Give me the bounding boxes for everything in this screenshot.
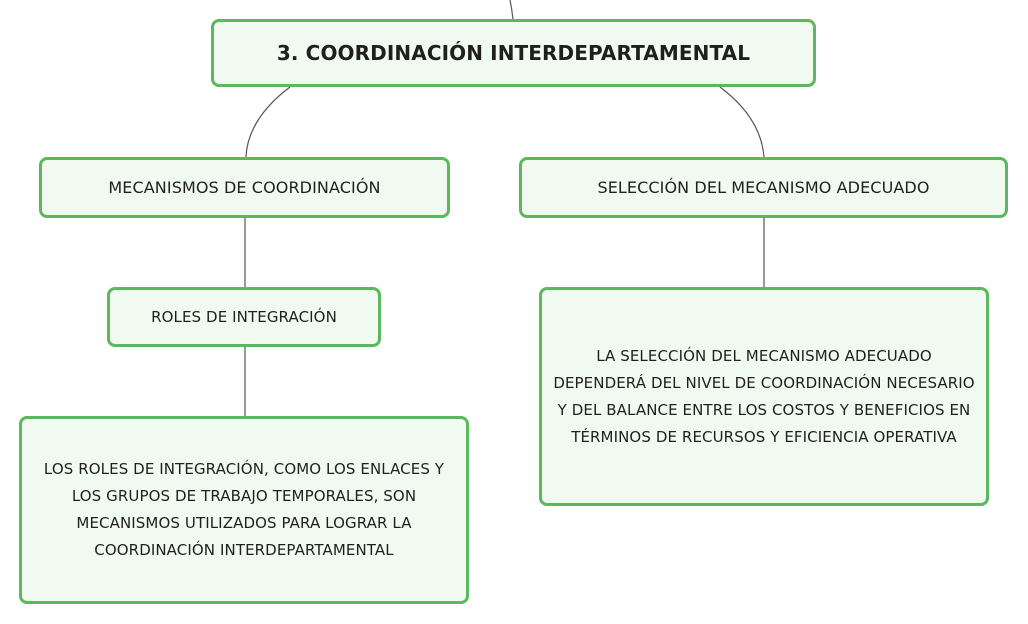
root-topic-node[interactable]: 3. COORDINACIÓN INTERDEPARTAMENTAL: [211, 19, 816, 87]
connector-incoming-root: [509, 0, 514, 20]
roles-integracion-detail-text: LOS ROLES DE INTEGRACIÓN, COMO LOS ENLAC…: [43, 460, 445, 559]
roles-integracion-node[interactable]: ROLES DE INTEGRACIÓN: [107, 287, 381, 347]
seleccion-mecanismo-detail-node[interactable]: LA SELECCIÓN DEL MECANISMO ADECUADO DEPE…: [539, 287, 989, 506]
seleccion-mecanismo-label: SELECCIÓN DEL MECANISMO ADECUADO: [597, 178, 930, 197]
root-topic-label: 3. COORDINACIÓN INTERDEPARTAMENTAL: [276, 41, 751, 65]
roles-integracion-label: ROLES DE INTEGRACIÓN: [151, 308, 337, 326]
roles-integracion-detail-node[interactable]: LOS ROLES DE INTEGRACIÓN, COMO LOS ENLAC…: [19, 416, 469, 604]
connector-root-to-seleccion: [719, 86, 765, 158]
mecanismos-coordinacion-node[interactable]: MECANISMOS DE COORDINACIÓN: [39, 157, 450, 218]
seleccion-mecanismo-node[interactable]: SELECCIÓN DEL MECANISMO ADECUADO: [519, 157, 1008, 218]
seleccion-mecanismo-detail-text: LA SELECCIÓN DEL MECANISMO ADECUADO DEPE…: [553, 346, 975, 446]
connector-root-to-mecanismos: [245, 86, 291, 158]
mecanismos-coordinacion-label: MECANISMOS DE COORDINACIÓN: [108, 178, 381, 197]
